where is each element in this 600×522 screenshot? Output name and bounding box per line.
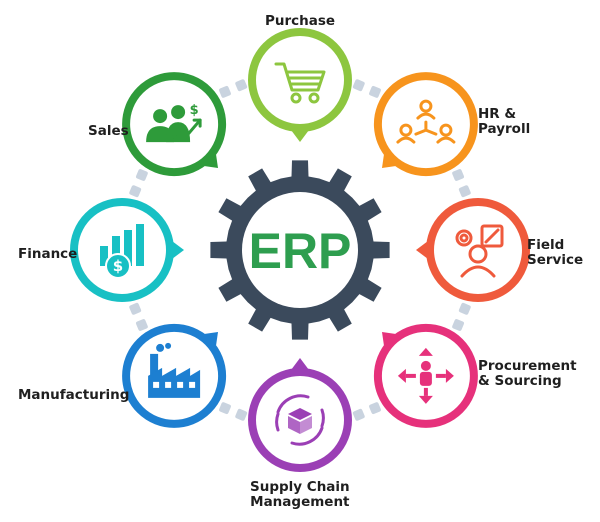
node-field-service (416, 198, 530, 302)
finance-chart-icon: $ (100, 224, 144, 279)
gear-hub (242, 192, 358, 308)
center-gear: ERP (210, 160, 390, 340)
label-finance: Finance (18, 246, 78, 262)
connector-dash (235, 79, 248, 92)
connector-dash (369, 402, 381, 415)
connector-dash (458, 302, 471, 315)
sales-people-icon: $ (146, 103, 202, 143)
node-manufacturing (122, 323, 227, 428)
node-ring (426, 198, 530, 302)
node-supply-chain (248, 358, 352, 472)
factory-icon (148, 342, 201, 398)
org-people-icon (396, 99, 456, 144)
label-purchase: Purchase (265, 13, 336, 29)
label-manufacturing: Manufacturing (18, 387, 130, 403)
shopping-cart-icon (274, 62, 326, 104)
connector-dash (352, 408, 365, 421)
connector-dash (235, 408, 248, 421)
connector-dash (129, 302, 142, 315)
node-ring (248, 28, 352, 132)
box-cycle-icon (275, 394, 325, 446)
node-sales: $ (122, 72, 227, 177)
label-procurement-sourcing: Procurement& Sourcing (478, 358, 577, 389)
svg-text:$: $ (190, 103, 199, 118)
connector-dash (452, 169, 465, 181)
node-procurement-sourcing (373, 323, 478, 428)
connector-dash (129, 185, 142, 198)
connector-dash (135, 169, 148, 181)
node-purchase (248, 28, 352, 142)
node-finance: $ (70, 198, 184, 302)
connector-dash (369, 85, 381, 98)
node-ring (70, 198, 174, 302)
connector-dash (352, 79, 365, 92)
svg-text:$: $ (113, 257, 123, 275)
connector-ring (129, 79, 471, 421)
connector-dash (458, 185, 471, 198)
connector-dash (219, 402, 231, 415)
connector-dash (219, 85, 231, 98)
center-label: ERP (249, 223, 352, 279)
connector-dash (135, 319, 148, 331)
arrows-person-icon (397, 347, 454, 404)
connector-dash (452, 319, 465, 331)
technician-icon (455, 224, 504, 278)
label-sales: Sales (88, 123, 129, 139)
node-hr-payroll (373, 72, 478, 177)
label-hr-payroll: HR &Payroll (478, 106, 531, 137)
